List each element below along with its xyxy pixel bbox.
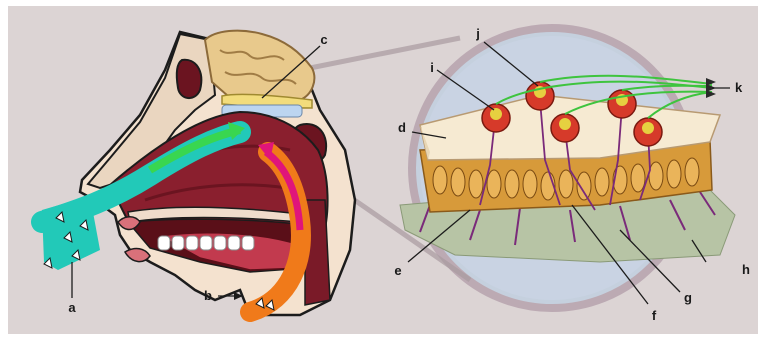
label-h: h <box>742 262 750 277</box>
label-a: a <box>68 300 76 315</box>
label-f: f <box>652 308 657 323</box>
label-k: k <box>735 80 743 95</box>
label-j: j <box>475 26 480 41</box>
label-b: b <box>204 288 212 303</box>
label-g: g <box>684 290 692 305</box>
label-e: e <box>394 263 401 278</box>
label-i: i <box>430 60 434 75</box>
label-c: c <box>320 32 327 47</box>
teeth <box>158 236 254 250</box>
label-d: d <box>398 120 406 135</box>
frontal-sinus <box>177 60 202 98</box>
